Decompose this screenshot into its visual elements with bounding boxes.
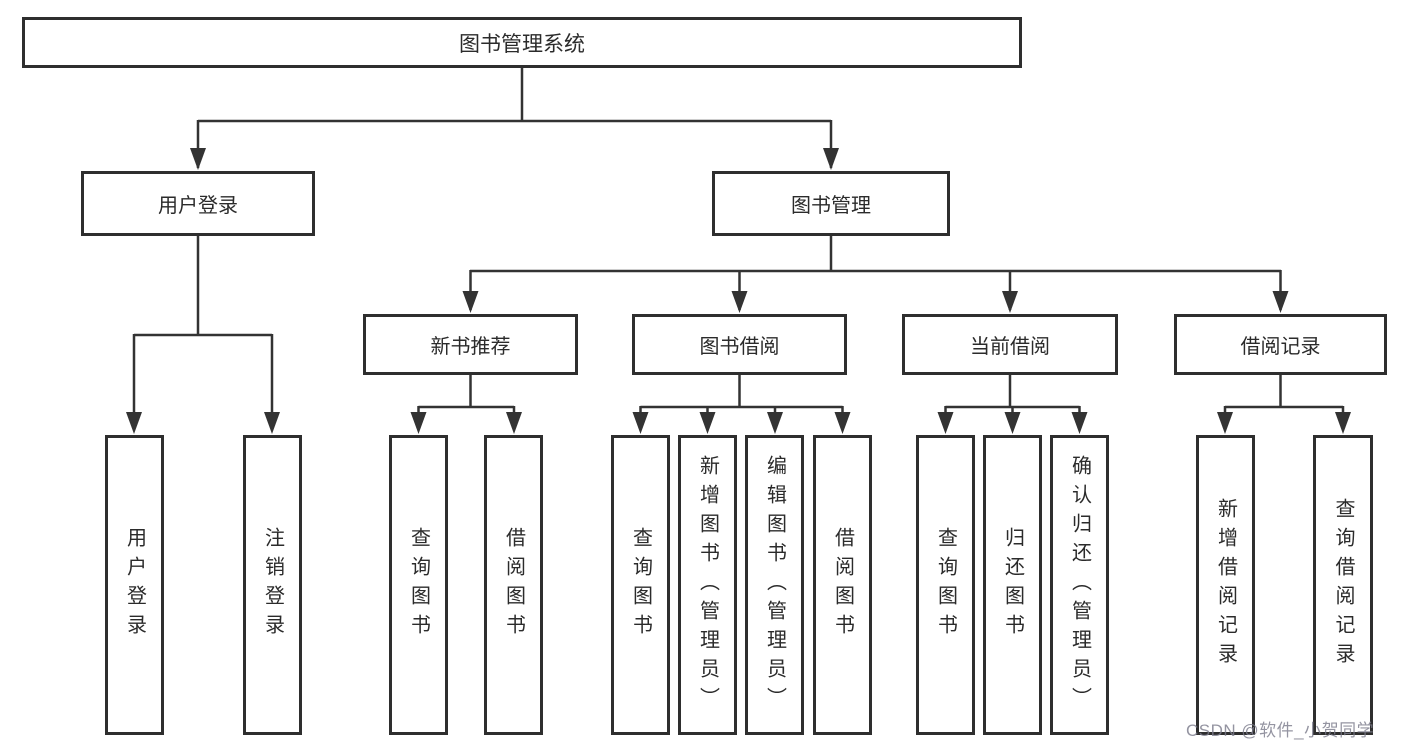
leaf-current-confirm-return-admin-label: 确认归还（管理员） (1068, 454, 1091, 716)
leaf-current-confirm-return-admin: 确认归还（管理员） (1050, 435, 1109, 735)
leaf-borrow-borrow-books: 借阅图书 (813, 435, 872, 735)
leaf-borrow-edit-books-admin-label: 编辑图书（管理员） (763, 454, 786, 716)
leaf-records-add-borrow-record-label: 新增借阅记录 (1214, 498, 1237, 672)
edge-borrow-children (639, 375, 844, 430)
leaf-borrow-query-books: 查询图书 (611, 435, 670, 735)
node-current-borrow-label: 当前借阅 (970, 336, 1050, 358)
node-user-login-label: 用户登录 (158, 195, 238, 217)
leaf-current-return-books-label: 归还图书 (1001, 527, 1024, 643)
edge-recommend-children (417, 375, 516, 430)
leaf-logout-login-label: 注销登录 (261, 527, 284, 643)
node-user-login: 用户登录 (81, 171, 315, 236)
leaf-borrow-add-books-admin-label: 新增图书（管理员） (696, 454, 719, 716)
leaf-current-query-books: 查询图书 (916, 435, 975, 735)
node-book-borrow: 图书借阅 (632, 314, 847, 375)
edge-records-children (1223, 375, 1345, 430)
node-book-borrow-label: 图书借阅 (699, 336, 780, 358)
edge-userlogin-children (132, 236, 274, 430)
node-borrow-records-label: 借阅记录 (1240, 336, 1321, 358)
leaf-borrow-borrow-books-label: 借阅图书 (831, 527, 854, 643)
leaf-records-query-borrow-record-label: 查询借阅记录 (1332, 498, 1354, 672)
edge-bookmgmt-children (469, 236, 1282, 310)
leaf-recommend-query-books: 查询图书 (389, 435, 448, 735)
leaf-borrow-add-books-admin: 新增图书（管理员） (678, 435, 737, 735)
leaf-user-login: 用户登录 (105, 435, 164, 735)
node-root-label: 图书管理系统 (459, 32, 585, 56)
leaf-borrow-edit-books-admin: 编辑图书（管理员） (745, 435, 804, 735)
node-book-management-label: 图书管理 (791, 195, 871, 217)
leaf-recommend-query-books-label: 查询图书 (407, 527, 430, 643)
watermark-text: CSDN @软件_小贺同学 (1186, 721, 1375, 740)
leaf-records-query-borrow-record: 查询借阅记录 (1313, 435, 1373, 735)
leaf-current-query-books-label: 查询图书 (934, 527, 957, 643)
edge-root-userlogin (196, 68, 831, 168)
leaf-logout-login: 注销登录 (243, 435, 302, 735)
leaf-records-add-borrow-record: 新增借阅记录 (1196, 435, 1255, 735)
node-root: 图书管理系统 (22, 17, 1022, 68)
leaf-user-login-label: 用户登录 (123, 527, 146, 643)
node-new-book-recommend-label: 新书推荐 (430, 336, 511, 358)
node-new-book-recommend: 新书推荐 (363, 314, 578, 375)
node-current-borrow: 当前借阅 (902, 314, 1118, 375)
leaf-current-return-books: 归还图书 (983, 435, 1042, 735)
leaf-recommend-borrow-books-label: 借阅图书 (502, 527, 525, 643)
node-borrow-records: 借阅记录 (1174, 314, 1387, 375)
leaf-borrow-query-books-label: 查询图书 (629, 527, 652, 643)
edge-current-children (944, 375, 1081, 430)
node-book-management: 图书管理 (712, 171, 950, 236)
leaf-recommend-borrow-books: 借阅图书 (484, 435, 543, 735)
